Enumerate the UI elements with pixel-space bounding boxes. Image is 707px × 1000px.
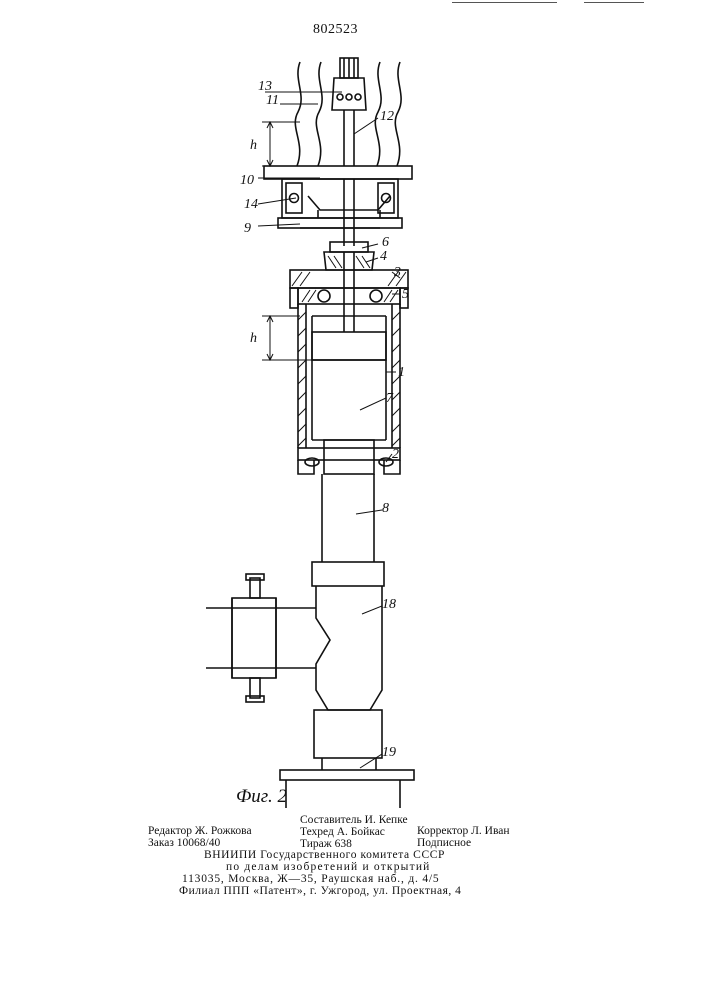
label-5: 5 bbox=[402, 287, 409, 302]
label-h-top: h bbox=[250, 138, 257, 153]
label-13: 13 bbox=[258, 79, 272, 94]
label-18: 18 bbox=[382, 597, 396, 612]
dimension-marks bbox=[262, 122, 312, 360]
imprint-org-line2: по делам изобретений и открытий bbox=[226, 862, 431, 874]
label-4: 4 bbox=[380, 249, 387, 264]
base-flange bbox=[280, 770, 414, 808]
label-12: 12 bbox=[380, 109, 394, 124]
label-6: 6 bbox=[382, 235, 389, 250]
label-10: 10 bbox=[240, 173, 254, 188]
label-11: 11 bbox=[266, 93, 279, 108]
label-2: 2 bbox=[392, 447, 399, 462]
imprint-editor: Редактор Ж. Рожкова bbox=[148, 826, 252, 838]
imprint-corrector: Корректор Л. Иван bbox=[417, 826, 510, 838]
imprint-subscription: Подписное bbox=[417, 838, 471, 850]
cylinder-head bbox=[290, 242, 408, 332]
tee-fitting bbox=[206, 574, 382, 770]
label-h-mid: h bbox=[250, 331, 257, 346]
label-7: 7 bbox=[386, 391, 394, 406]
label-19: 19 bbox=[382, 745, 396, 760]
figure-caption: Фиг. 2 bbox=[236, 786, 287, 808]
imprint-order: Заказ 10068/40 bbox=[148, 838, 220, 850]
imprint-techred: Техред А. Бойкас bbox=[300, 827, 385, 839]
cylinder bbox=[298, 304, 400, 474]
part-labels: 13 11 12 h 10 14 9 6 4 3 5 h 1 7 2 8 18 … bbox=[240, 79, 409, 760]
label-14: 14 bbox=[244, 197, 258, 212]
label-9: 9 bbox=[244, 221, 251, 236]
imprint-org-line3: 113035, Москва, Ж—35, Раушская наб., д. … bbox=[182, 874, 439, 886]
pipe bbox=[312, 474, 384, 586]
imprint-composer: Составитель И. Кепке bbox=[300, 815, 408, 827]
label-1: 1 bbox=[398, 365, 405, 380]
imprint-org-line1: ВНИИПИ Государственного комитета СССР bbox=[204, 850, 445, 862]
label-8: 8 bbox=[382, 501, 389, 516]
imprint-branch: Филиал ППП «Патент», г. Ужгород, ул. Про… bbox=[179, 886, 461, 898]
label-3: 3 bbox=[393, 265, 401, 280]
